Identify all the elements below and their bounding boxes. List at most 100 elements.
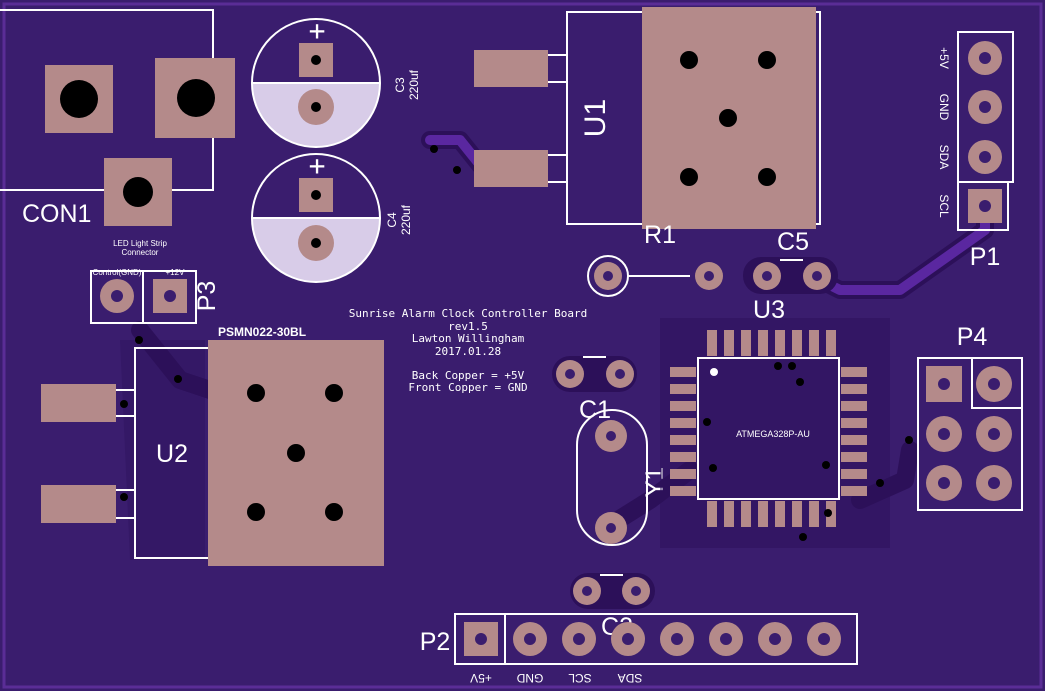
con1-drill-3: [123, 177, 153, 207]
u1-via-2: [758, 51, 776, 69]
u3-pad-top-2: [724, 330, 734, 356]
u3-via-1: [703, 418, 711, 426]
u3-pad-right-3: [841, 401, 867, 411]
c2-drill-2: [631, 586, 641, 596]
c4-value-label: 220uf: [399, 204, 413, 235]
u1-pin-1: [474, 50, 548, 87]
p3-pin2-label: +12V: [166, 268, 186, 277]
p2-drill-5: [671, 633, 683, 645]
p1-drill-2: [979, 151, 991, 163]
u2-small-via-4: [120, 493, 128, 501]
c5-drill-2: [812, 271, 822, 281]
u3-pad-left-4: [670, 418, 696, 428]
u3-via-6: [796, 378, 804, 386]
p4-drill-2: [988, 378, 1000, 390]
con1-ref-label: CON1: [22, 200, 91, 228]
u2-value-label: PSMN022-30BL: [218, 325, 306, 339]
u3-pad-left-5: [670, 435, 696, 445]
c2-drill-1: [582, 586, 592, 596]
u3-via-8: [824, 509, 832, 517]
u1-small-via-2: [453, 166, 461, 174]
y1-drill-2: [606, 523, 616, 533]
p1-outline: [957, 31, 1014, 183]
con1-connector: CON1 LED Light Strip Connector: [0, 9, 235, 257]
u3-via-5: [788, 362, 796, 370]
p4-drill-1: [938, 378, 950, 390]
c3-plus-mark: +: [309, 14, 326, 47]
u3-pad-top-1: [707, 330, 717, 356]
u1-via-5: [758, 168, 776, 186]
p2-outline: [504, 613, 858, 665]
p2-drill-3: [573, 633, 585, 645]
p3-pin1-label: Control(GND): [93, 268, 142, 277]
u3-pad-right-4: [841, 418, 867, 428]
p1-pin-label-scl: SCL: [937, 194, 951, 218]
y1-drill-1: [606, 431, 616, 441]
u3-pad-bottom-2: [724, 501, 734, 527]
u3-microcontroller: U3 ATMEGA328P-AU: [660, 296, 890, 548]
p2-drill-1: [475, 633, 487, 645]
u2-via-2: [325, 384, 343, 402]
board-title-line-2: rev1.5: [448, 320, 488, 333]
u3-pad-top-8: [826, 330, 836, 356]
c5-drill-1: [762, 271, 772, 281]
c4-capacitor: + C4 220uf: [251, 149, 413, 283]
y1-outline: [576, 409, 648, 546]
u3-pad-left-8: [670, 486, 696, 496]
c4-plus-mark: +: [309, 149, 326, 182]
p1-drill-1: [979, 200, 991, 212]
c4-drill-2: [311, 238, 321, 248]
p4-drill-6: [988, 477, 1000, 489]
c3-value-label: 220uf: [407, 69, 421, 100]
p3-drill-2: [164, 290, 176, 302]
u3-pad-right-6: [841, 452, 867, 462]
p1-pin1-outline: [957, 182, 1009, 231]
p4-via: [905, 436, 913, 444]
u3-pad-bottom-5: [775, 501, 785, 527]
u1-small-via-1: [430, 145, 438, 153]
p3-header: Control(GND) +12V P3: [90, 268, 221, 324]
copper-pour-u2: [120, 340, 205, 560]
u3-pad-top-5: [775, 330, 785, 356]
p2-pin1-outline: [454, 613, 505, 665]
u3-pad-bottom-3: [741, 501, 751, 527]
u1-ref-label: U1: [579, 99, 612, 137]
p1-ref-label: P1: [970, 243, 1001, 271]
u3-pad-left-3: [670, 401, 696, 411]
u2-small-via-2: [174, 375, 182, 383]
p4-drill-4: [988, 428, 1000, 440]
c4-ref-label: C4: [385, 212, 399, 228]
u3-pad-left-1: [670, 367, 696, 377]
con1-desc-line2: Connector: [122, 248, 159, 257]
u3-pin1-dot: [710, 368, 718, 376]
p1-header: +5V GND SDA SCL P1: [937, 31, 1014, 271]
u1-via-1: [680, 51, 698, 69]
p4-ref-label: P4: [957, 323, 988, 351]
p1-drill-3: [979, 101, 991, 113]
u3-pad-right-8: [841, 486, 867, 496]
con1-drill-2: [177, 79, 215, 117]
p2-drill-4: [622, 633, 634, 645]
u2-via-5: [325, 503, 343, 521]
u1-pin-3: [474, 150, 548, 187]
r1-drill-1: [603, 271, 613, 281]
p4-header: P4: [905, 323, 1023, 511]
c3-drill-2: [311, 102, 321, 112]
copper-note-front: Front Copper = GND: [408, 381, 527, 394]
c3-drill-1: [311, 55, 321, 65]
u2-ref-label: U2: [156, 440, 188, 468]
u3-via-4: [774, 362, 782, 370]
p4-drill-5: [938, 477, 950, 489]
p1-pin-label-gnd: GND: [937, 94, 951, 121]
p2-drill-7: [769, 633, 781, 645]
c5-ref-label: C5: [777, 228, 809, 256]
c5-capacitor: C5: [743, 228, 838, 294]
u1-regulator: U1: [430, 7, 821, 229]
p1-pin-label-sda: SDA: [937, 145, 951, 170]
c3-capacitor: + C3 220uf: [251, 14, 421, 148]
board-title-line-3: Lawton Willingham: [412, 332, 525, 345]
u3-pad-top-6: [792, 330, 802, 356]
board-title-line-1: Sunrise Alarm Clock Controller Board: [349, 307, 587, 320]
p2-header: P2 +5V GND SCL SDA: [420, 613, 858, 685]
